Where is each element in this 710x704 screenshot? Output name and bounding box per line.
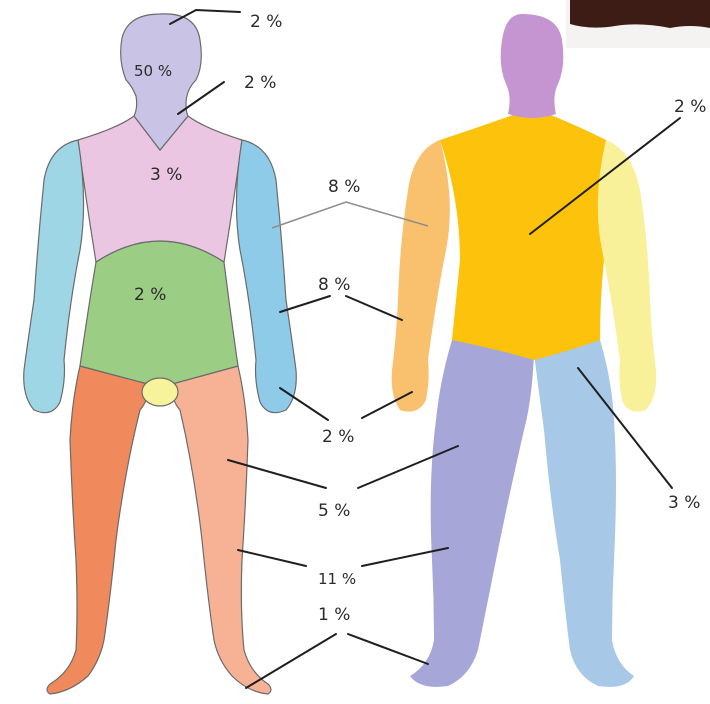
label-forearms: 8 % bbox=[318, 275, 350, 295]
leader-lower-leg-left bbox=[238, 550, 306, 566]
label-abdomen: 2 % bbox=[134, 285, 166, 305]
back-right-leg bbox=[534, 340, 634, 687]
corner-photo-dark-band bbox=[570, 0, 710, 28]
back-figure bbox=[392, 14, 657, 687]
label-neck: 2 % bbox=[244, 73, 276, 93]
leader-forearm-right bbox=[346, 296, 402, 320]
label-hands: 2 % bbox=[322, 427, 354, 447]
leader-foot-right bbox=[348, 634, 428, 664]
corner-photo bbox=[566, 0, 710, 48]
label-head-top: 2 % bbox=[250, 12, 282, 32]
back-head bbox=[501, 14, 564, 118]
label-chest: 3 % bbox=[150, 165, 182, 185]
back-trunk bbox=[440, 108, 606, 360]
front-left-arm bbox=[24, 140, 84, 413]
front-right-arm bbox=[236, 140, 296, 413]
label-head: 50 % bbox=[134, 62, 172, 80]
label-thighs: 5 % bbox=[318, 501, 350, 521]
label-upper-arms: 8 % bbox=[328, 177, 360, 197]
front-abdomen bbox=[80, 241, 238, 384]
back-left-leg bbox=[410, 340, 534, 687]
label-back-right-leg: 3 % bbox=[668, 493, 700, 513]
front-groin bbox=[142, 378, 178, 406]
label-lower-legs: 11 % bbox=[318, 570, 356, 588]
front-right-leg bbox=[172, 366, 271, 694]
back-left-arm bbox=[392, 140, 450, 412]
leader-forearm-left bbox=[280, 296, 330, 312]
label-feet: 1 % bbox=[318, 605, 350, 625]
label-back-trunk: 2 % bbox=[674, 97, 706, 117]
leader-foot-left bbox=[246, 634, 336, 688]
front-figure bbox=[24, 14, 297, 694]
front-left-leg bbox=[47, 366, 148, 694]
